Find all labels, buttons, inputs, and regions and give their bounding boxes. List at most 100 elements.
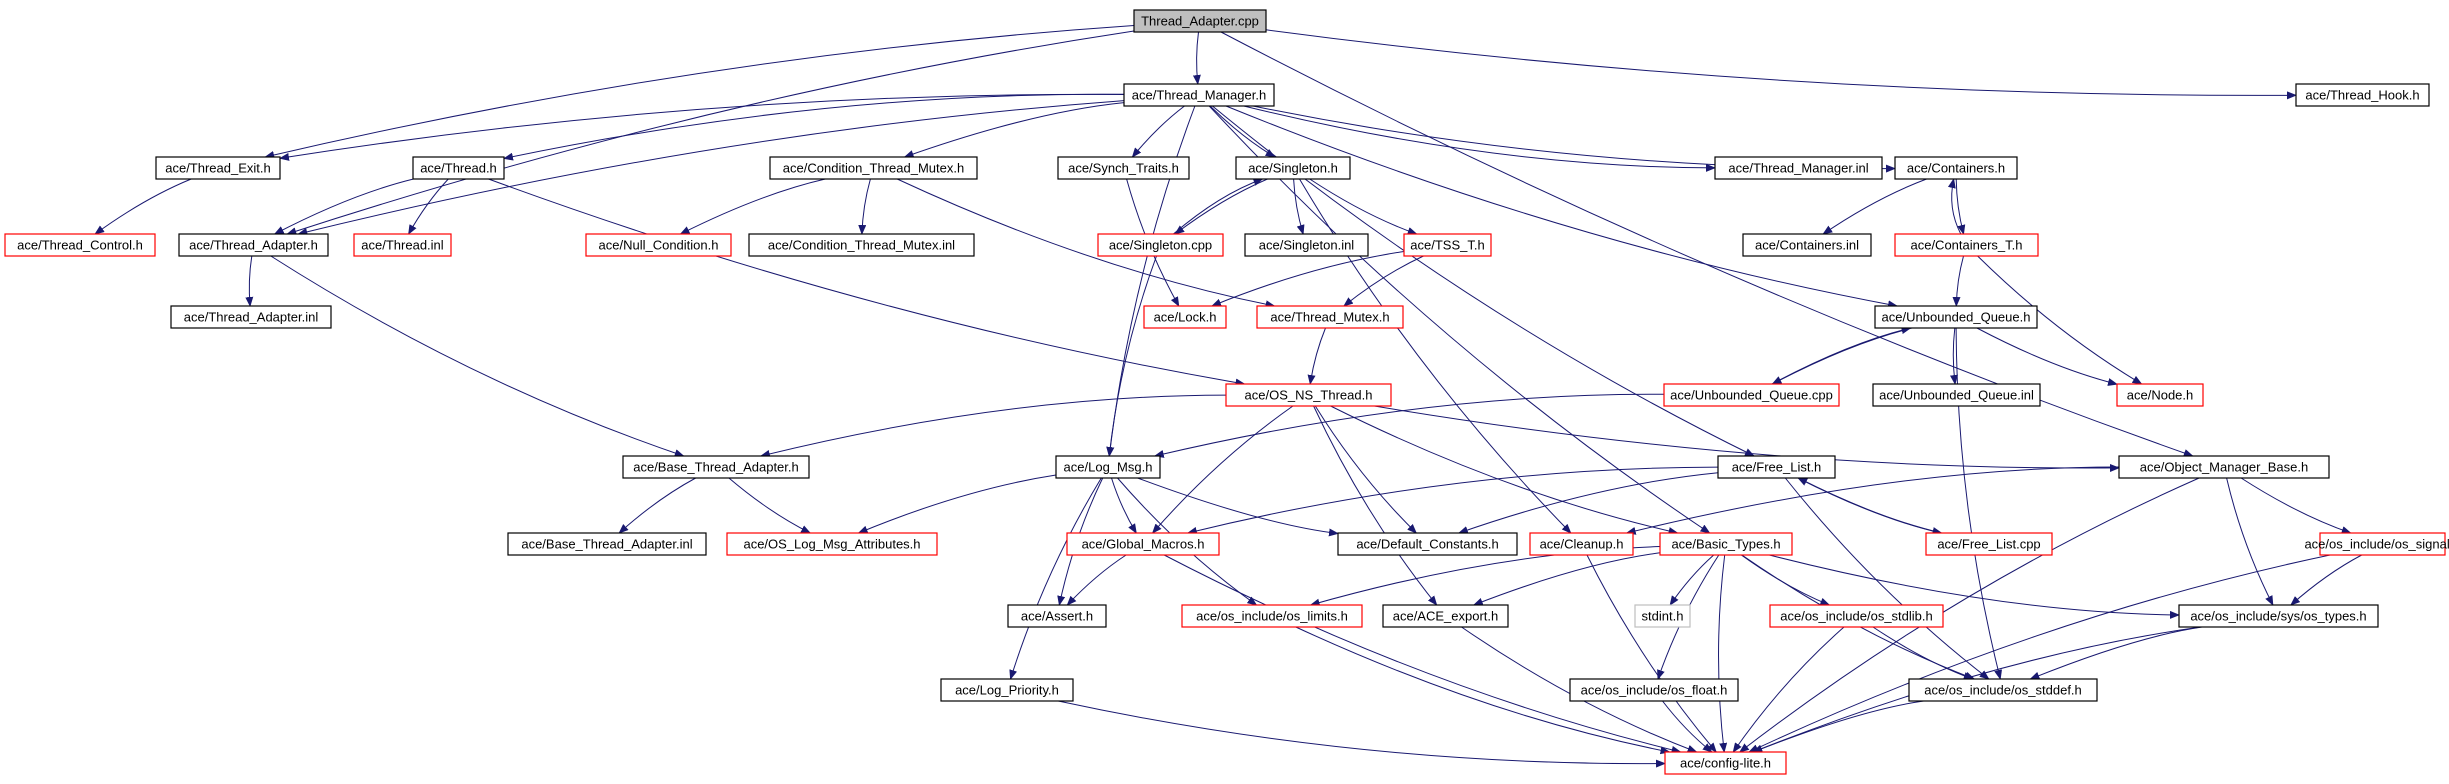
edge-osns-to-globmac [1151, 405, 1294, 534]
node-label: ace/Base_Thread_Adapter.h [633, 460, 799, 475]
node-tminl[interactable]: ace/Thread_Manager.inl [1714, 156, 1883, 180]
node-logmsg[interactable]: ace/Log_Msg.h [1055, 455, 1161, 479]
node-configlite[interactable]: ace/config-lite.h [1664, 751, 1787, 775]
edge-btypes-to-osstdlib [1741, 554, 1831, 606]
node-assert[interactable]: ace/Assert.h [1007, 604, 1107, 628]
node-continl[interactable]: ace/Containers.inl [1742, 233, 1872, 257]
edge-thread-to-threadinl [408, 178, 449, 235]
node-tss[interactable]: ace/TSS_T.h [1403, 233, 1492, 257]
node-flcpp[interactable]: ace/Free_List.cpp [1925, 532, 2053, 556]
node-oslimits[interactable]: ace/os_include/os_limits.h [1181, 604, 1363, 628]
node-box [585, 233, 732, 257]
node-osstdlib[interactable]: ace/os_include/os_stdlib.h [1769, 604, 1944, 628]
node-tadapt[interactable]: ace/Thread_Adapter.h [178, 233, 329, 257]
edge-osns-to-btypes [1330, 405, 1679, 535]
node-logprio[interactable]: ace/Log_Priority.h [940, 678, 1074, 702]
node-label: ace/Free_List.h [1732, 460, 1822, 475]
node-ostypes[interactable]: ace/os_include/sys/os_types.h [2178, 604, 2379, 628]
node-box [2295, 83, 2430, 107]
node-ctm[interactable]: ace/Condition_Thread_Mutex.h [769, 156, 978, 180]
edge-ubq-to-osstddef [1955, 327, 2002, 680]
node-osfloat[interactable]: ace/os_include/os_float.h [1569, 678, 1739, 702]
node-ubq[interactable]: ace/Unbounded_Queue.h [1874, 305, 2038, 329]
node-label: ace/Singleton.inl [1259, 238, 1355, 253]
node-label: ace/Free_List.cpp [1937, 537, 2040, 552]
node-box [1225, 383, 1392, 407]
node-label: ace/Thread_Exit.h [165, 161, 271, 176]
node-btainl[interactable]: ace/Base_Thread_Adapter.inl [507, 532, 707, 556]
node-ctminl[interactable]: ace/Condition_Thread_Mutex.inl [748, 233, 975, 257]
edge-freelist-to-globmac [1186, 466, 1719, 535]
node-nullcond[interactable]: ace/Null_Condition.h [585, 233, 732, 257]
node-globmac[interactable]: ace/Global_Macros.h [1066, 532, 1220, 556]
node-label: ace/Thread_Adapter.h [189, 238, 318, 253]
node-box [1235, 156, 1351, 180]
node-cleanup[interactable]: ace/Cleanup.h [1529, 532, 1634, 556]
node-synch[interactable]: ace/Synch_Traits.h [1057, 156, 1190, 180]
edge-root-to-thook [1265, 29, 2297, 100]
node-tctrl[interactable]: ace/Thread_Control.h [4, 233, 156, 257]
node-defconst[interactable]: ace/Default_Constants.h [1337, 532, 1518, 556]
node-thread[interactable]: ace/Thread.h [412, 156, 505, 180]
edge-texit-to-tctrl [94, 178, 192, 235]
node-singinl[interactable]: ace/Singleton.inl [1244, 233, 1369, 257]
node-label: ace/Thread_Adapter.inl [184, 310, 319, 325]
node-label: ace/Containers.inl [1755, 238, 1859, 253]
node-containers[interactable]: ace/Containers.h [1894, 156, 2018, 180]
edge-omb-to-ossignal [2240, 477, 2352, 534]
node-box [1769, 604, 1944, 628]
edge-btypes-to-ostypes [1769, 554, 2180, 619]
node-ubqcpp[interactable]: ace/Unbounded_Queue.cpp [1663, 383, 1840, 407]
edge-osns-to-omb [1374, 405, 2120, 472]
node-texit[interactable]: ace/Thread_Exit.h [155, 156, 281, 180]
node-box [1097, 233, 1224, 257]
node-threadinl[interactable]: ace/Thread.inl [353, 233, 452, 257]
node-tadinl[interactable]: ace/Thread_Adapter.inl [170, 305, 332, 329]
edge-tmutex-to-osns [1307, 327, 1326, 385]
node-node[interactable]: ace/Node.h [2116, 383, 2204, 407]
node-singleton[interactable]: ace/Singleton.h [1235, 156, 1351, 180]
node-box [1634, 604, 1691, 628]
node-box [2118, 455, 2330, 479]
edge-containers-to-continl [1822, 178, 1927, 235]
edge-containers-to-contT [1955, 178, 1966, 235]
node-contT[interactable]: ace/Containers_T.h [1894, 233, 2039, 257]
edge-tmgr-to-texit [279, 93, 1125, 161]
edge-ubq-to-ubqinl [1950, 327, 1958, 385]
edge-ctm-to-ctminl [858, 178, 871, 235]
node-box [2319, 532, 2446, 556]
node-box [170, 305, 332, 329]
node-ubqinl[interactable]: ace/Unbounded_Queue.inl [1872, 383, 2041, 407]
edge-tmgr-to-ubq [1225, 105, 1898, 309]
edge-logmsg-to-oslma [857, 474, 1057, 534]
edge-btadapt-to-btainl [618, 477, 696, 534]
edge-logmsg-to-logprio [1009, 477, 1102, 680]
edge-singcpp-to-logmsg [1106, 255, 1157, 457]
node-tmutex[interactable]: ace/Thread_Mutex.h [1256, 305, 1404, 329]
node-freelist[interactable]: ace/Free_List.h [1717, 455, 1836, 479]
edge-contT-to-ubq [1952, 255, 1964, 307]
node-osstddef[interactable]: ace/os_include/os_stddef.h [1908, 678, 2098, 702]
node-box [726, 532, 938, 556]
edge-ubq-to-ubqcpp [1771, 327, 1913, 385]
node-ossignal[interactable]: ace/os_include/os_signal.h [2304, 532, 2449, 556]
node-btypes[interactable]: ace/Basic_Types.h [1659, 532, 1793, 556]
edges-layer [94, 25, 2362, 768]
node-oslma[interactable]: ace/OS_Log_Msg_Attributes.h [726, 532, 938, 556]
node-btadapt[interactable]: ace/Base_Thread_Adapter.h [622, 455, 810, 479]
edge-globmac-to-assert [1066, 554, 1127, 606]
edge-tmgr-to-ctm [903, 102, 1125, 158]
node-box [412, 156, 505, 180]
edge-freelist-to-flcpp [1798, 477, 1943, 535]
node-label: ace/Unbounded_Queue.h [1882, 310, 2031, 325]
node-thook[interactable]: ace/Thread_Hook.h [2295, 83, 2430, 107]
node-tmgr[interactable]: ace/Thread_Manager.h [1123, 83, 1275, 107]
node-singcpp[interactable]: ace/Singleton.cpp [1097, 233, 1224, 257]
node-omb[interactable]: ace/Object_Manager_Base.h [2118, 455, 2330, 479]
node-aceexport[interactable]: ace/ACE_export.h [1382, 604, 1509, 628]
node-label: ace/Object_Manager_Base.h [2140, 460, 2308, 475]
edge-ctm-to-tmutex [896, 178, 1276, 309]
node-osns[interactable]: ace/OS_NS_Thread.h [1225, 383, 1392, 407]
edge-btadapt-to-oslma [728, 477, 812, 534]
node-lock[interactable]: ace/Lock.h [1143, 305, 1227, 329]
